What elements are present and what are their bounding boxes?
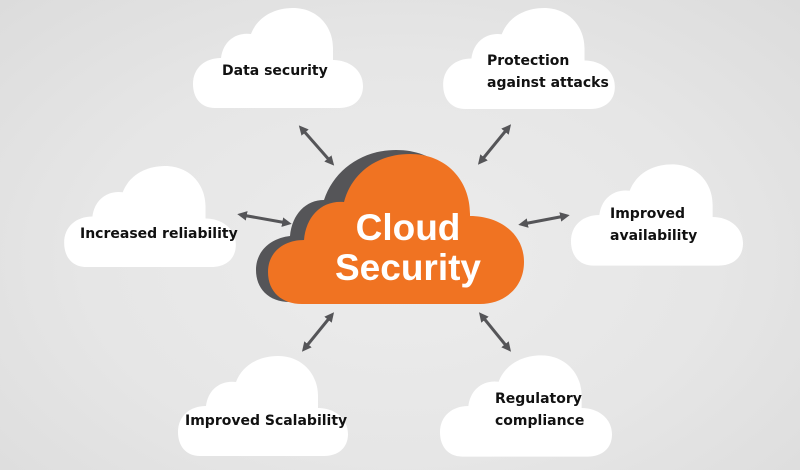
label-availability-line2: availability [610,228,698,244]
label-improved-scalability: Improved Scalability [185,413,348,429]
arrow-regulatory-compliance [478,312,512,352]
label-regulatory-line2: compliance [495,413,585,429]
arrow-data-security [298,125,335,166]
label-regulatory-line1: Regulatory [495,391,582,407]
label-data-security: Data security [222,63,328,79]
label-protection-line2: against attacks [487,75,609,91]
cloud-data-security [193,8,363,108]
cloud-increased-reliability [64,166,236,267]
arrow-protection-against-attacks [477,124,512,165]
arrow-improved-scalability [301,312,335,352]
arrow-improved-availability [518,212,570,228]
center-title-line2: Security [334,247,481,288]
cloud-improved-scalability [178,356,348,456]
center-title-line1: Cloud [355,207,461,248]
label-increased-reliability: Increased reliability [80,226,238,242]
central-cloud [268,154,524,304]
arrow-increased-reliability [237,211,292,227]
label-availability-line1: Improved [610,206,685,222]
label-protection-line1: Protection [487,53,570,69]
